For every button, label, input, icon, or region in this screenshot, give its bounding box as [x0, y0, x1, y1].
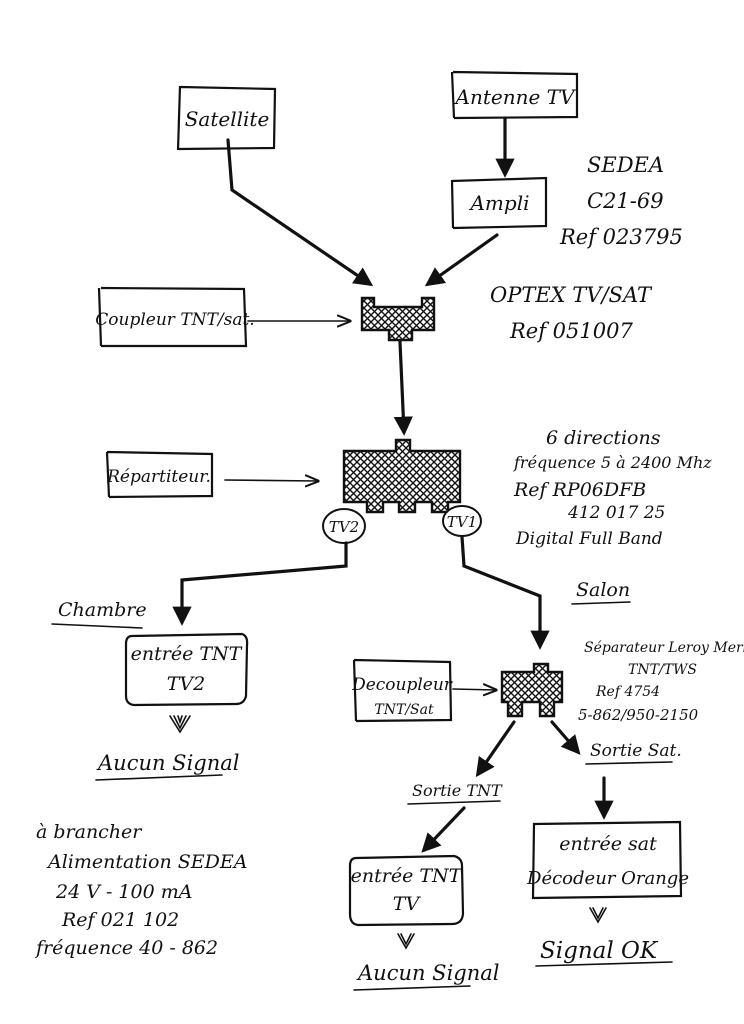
signal-icon-right [589, 907, 607, 924]
ampli-label: Ampli [468, 191, 529, 215]
alimentation-note-line-1: à brancher [36, 821, 143, 843]
repartiteur-label: Répartiteur. [106, 467, 211, 487]
arrow-ampli-to-coupleur [424, 233, 499, 287]
repartiteur-note-line-4: 412 017 25 [567, 503, 665, 523]
ampli-node: Ampli [450, 176, 548, 230]
decoupleur-line2: TNT/Sat [374, 702, 434, 718]
decoupleur-label-node: Decoupleur TNT/Sat [351, 658, 453, 723]
alimentation-note-line-5: fréquence 40 - 862 [34, 937, 218, 959]
entree-tnt-tv-line2: TV [393, 893, 422, 915]
satellite-node: Satellite [176, 85, 277, 151]
antenne-label: Antenne TV [454, 85, 577, 109]
satellite-label: Satellite [185, 107, 270, 131]
decoupleur-line1: Decoupleur [351, 675, 453, 695]
repartiteur-label-node: Répartiteur. [105, 450, 214, 499]
coupleur-note: OPTEX TV/SAT Ref 051007 [490, 283, 653, 343]
aucun-signal-left: Aucun Signal [95, 751, 239, 781]
chambre-text: Chambre [58, 599, 147, 621]
entree-sat-node: entrée sat Décodeur Orange [526, 820, 689, 900]
signal-ok: Signal OK [535, 938, 673, 967]
repartiteur-note-line-3: Ref RP06DFB [513, 479, 646, 501]
entree-sat-line2: Décodeur Orange [526, 868, 689, 889]
chambre-label: Chambre [51, 599, 147, 629]
aucun-signal-left-text: Aucun Signal [96, 751, 239, 775]
alimentation-note-line-4: Ref 021 102 [61, 909, 179, 931]
entree-sat-line1: entrée sat [559, 833, 657, 855]
coupleur-label-node: Coupleur TNT/sat. [95, 286, 255, 348]
entree-tnt-tv2-line2: TV2 [167, 673, 205, 695]
entree-tnt-tv-node: entrée TNT TV [348, 854, 465, 927]
repartiteur-note-line-1: 6 directions [546, 427, 661, 449]
repartiteur-note-line-5: Digital Full Band [515, 529, 663, 549]
arrow-tv1-to-separateur [460, 535, 550, 650]
aucun-signal-bottom-text: Aucun Signal [356, 961, 499, 985]
tv1-port: TV1 [442, 505, 482, 537]
signal-ok-text: Signal OK [540, 938, 659, 964]
tv1-port-label: TV1 [447, 513, 477, 531]
sortie-tnt-label: Sortie TNT [407, 781, 503, 805]
separateur-note-line-4: 5-862/950-2150 [578, 706, 699, 724]
salon-text: Salon [576, 579, 630, 601]
arrow-sortie-tnt-to-tv [421, 806, 466, 853]
ampli-note: SEDEA C21-69 Ref 023795 [559, 153, 683, 249]
entree-tnt-tv2-line1: entrée TNT [131, 643, 243, 665]
arrow-satellite-to-coupleur [226, 138, 374, 287]
alimentation-note: à brancher Alimentation SEDEA 24 V - 100… [34, 821, 247, 959]
tv2-port: TV2 [322, 508, 366, 544]
entree-tnt-tv2-node: entrée TNT TV2 [124, 632, 249, 707]
repartiteur-note: 6 directions fréquence 5 à 2400 Mhz Ref … [513, 427, 712, 549]
ampli-note-line-1: SEDEA [587, 153, 664, 177]
arrow-repartiteur-label [224, 480, 318, 481]
repartiteur-device [342, 438, 462, 514]
coupleur-label: Coupleur TNT/sat. [95, 310, 254, 330]
arrow-tv2-to-chambre [172, 541, 348, 626]
aucun-signal-bottom: Aucun Signal [353, 961, 499, 991]
arrow-decoupleur-label [452, 689, 496, 690]
entree-tnt-tv-line1: entrée TNT [351, 865, 463, 887]
separateur-note: Séparateur Leroy Merlin TNT/TWS Ref 4754… [578, 640, 744, 724]
coupleur-note-line-2: Ref 051007 [509, 319, 633, 343]
sortie-tnt-text: Sortie TNT [412, 781, 503, 800]
arrow-to-sortie-sat [550, 720, 581, 755]
separateur-note-line-1: Séparateur Leroy Merlin [584, 640, 744, 656]
sortie-sat-label: Sortie Sat. [585, 741, 682, 765]
coupleur-device [360, 296, 436, 342]
separateur-note-line-2: TNT/TWS [628, 662, 697, 678]
separateur-note-line-3: Ref 4754 [595, 684, 660, 700]
separateur-device [500, 662, 564, 718]
arrow-to-sortie-tnt [475, 720, 516, 778]
ampli-note-line-2: C21-69 [587, 189, 664, 213]
arrow-coupleur-to-repartiteur [393, 340, 413, 436]
alimentation-note-line-2: Alimentation SEDEA [46, 851, 247, 873]
alimentation-note-line-3: 24 V - 100 mA [55, 881, 192, 903]
sortie-sat-text: Sortie Sat. [590, 741, 682, 761]
tv2-port-label: TV2 [329, 518, 359, 536]
signal-icon-bottom [397, 933, 415, 950]
salon-label: Salon [571, 579, 631, 605]
signal-icon-left [169, 715, 191, 734]
ampli-note-line-3: Ref 023795 [559, 225, 683, 249]
coupleur-note-line-1: OPTEX TV/SAT [490, 283, 653, 307]
antenne-node: Antenne TV [450, 70, 579, 120]
repartiteur-note-line-2: fréquence 5 à 2400 Mhz [513, 453, 712, 472]
